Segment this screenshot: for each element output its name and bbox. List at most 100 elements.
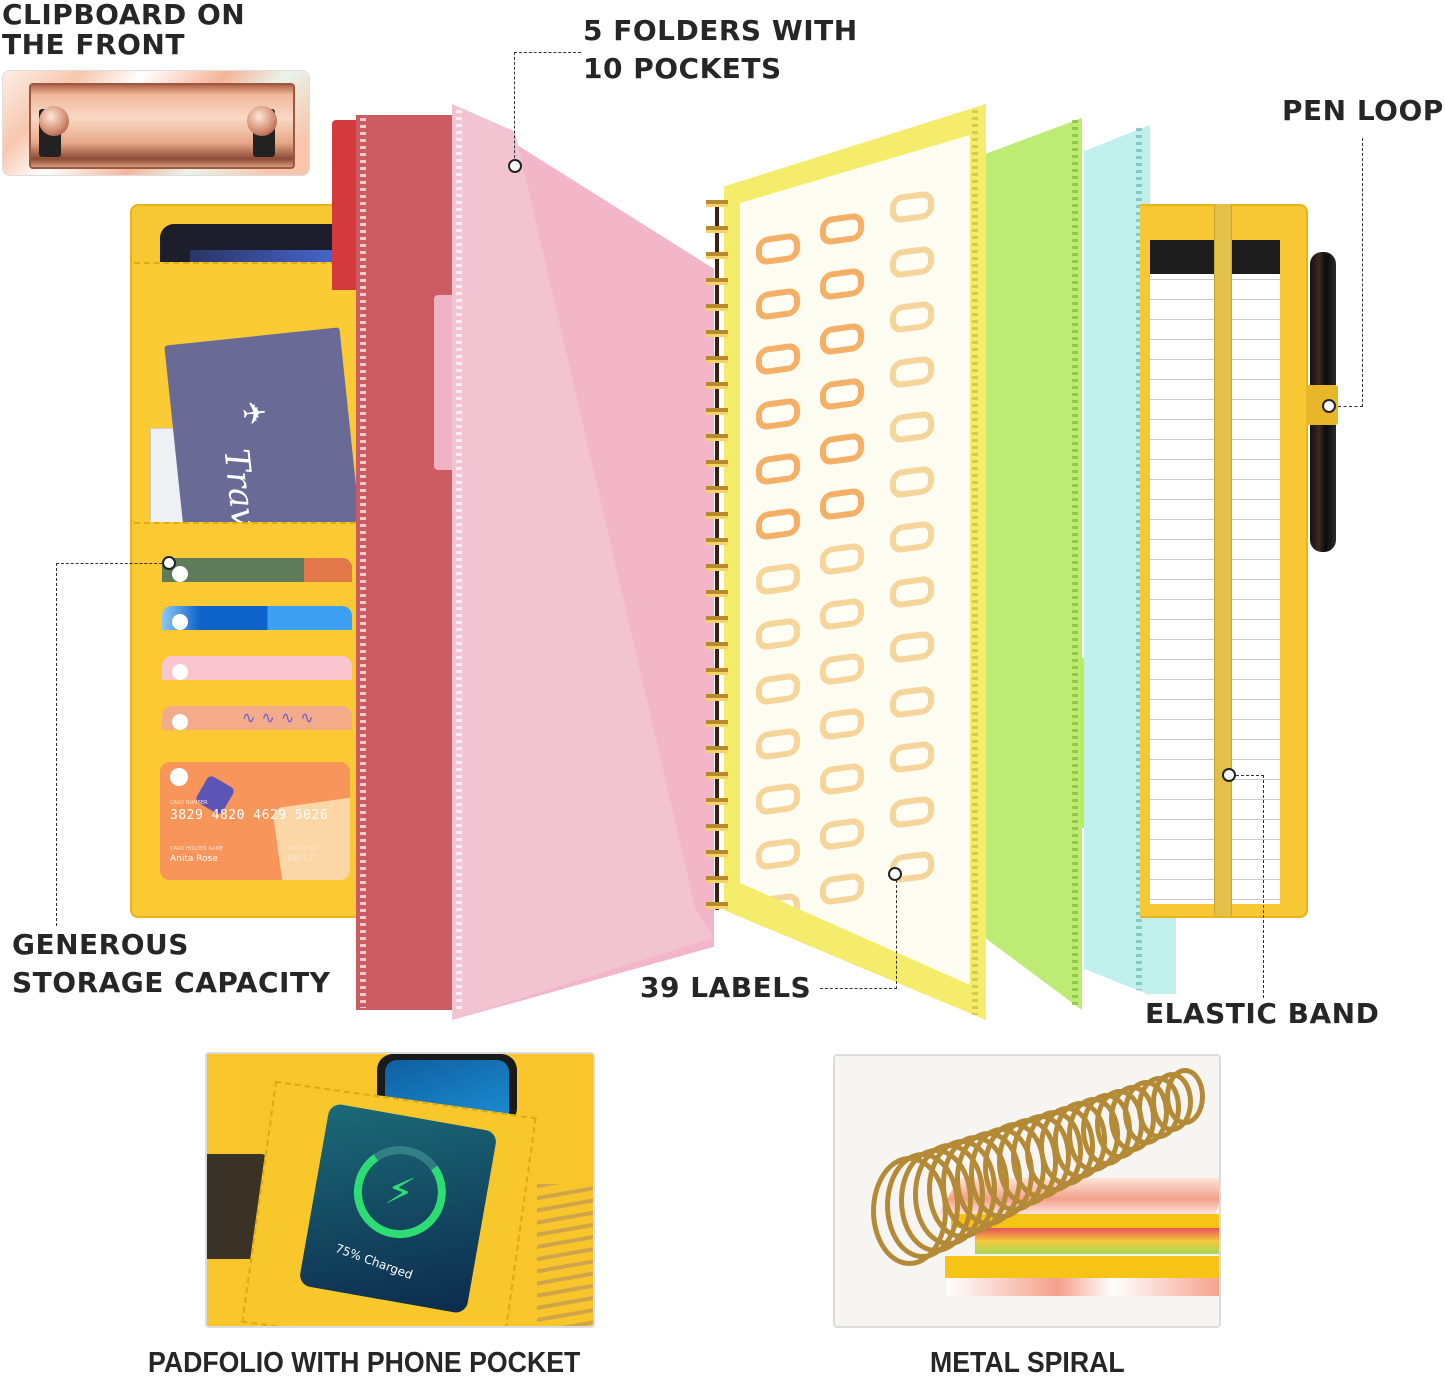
label-sticker [820,321,864,357]
label-sticker [756,781,800,817]
label-sticker [756,671,800,707]
folder-green [986,118,1082,1010]
card-expiry: 08/17 [288,854,314,864]
card-accent [304,558,352,582]
passport: ✈ Travel [164,327,360,560]
card-logo [172,714,188,730]
label-sticker [756,616,800,652]
folders-marker-dot [508,159,522,173]
label-sticker [890,739,934,775]
card-slot-3 [162,656,352,680]
card-logo [172,566,188,582]
pen-loop-callout: PEN LOOP [1282,94,1444,127]
metal-spiral-photo [833,1054,1221,1328]
label-sticker [890,189,934,225]
card-expiry-label: VALID THRU [288,846,319,852]
credit-card: CARD NUMBER 3829 4820 4629 5026 CARD HOL… [160,762,350,880]
yellow-edge-top [951,1214,1219,1228]
label-sticker [820,486,864,522]
label-sticker [756,231,800,267]
elastic-band-callout: ELASTIC BAND [1145,997,1380,1030]
card-holder-label: CARD HOLDER NAME [170,846,224,852]
folders-leader-line [514,52,581,163]
label-sticker [890,244,934,280]
label-sticker [820,816,864,852]
elastic-band-marker-dot [1222,768,1236,782]
clipboard-rivet-right [247,106,277,136]
metal-spiral-caption: METAL SPIRAL [930,1347,1125,1379]
airplane-icon: ✈ [240,395,269,433]
labels-callout: 39 LABELS [640,971,812,1004]
folder-edges [975,1228,1219,1254]
clipboard-callout-line1: CLIPBOARD ON [2,0,246,31]
label-sticker [756,836,800,872]
elastic-band [1214,204,1232,916]
elastic-band-leader-line [1236,775,1264,998]
folder-stitching [972,110,978,1015]
label-sticker [756,341,800,377]
folder-stitching [1136,128,1142,990]
storage-marker-dot [162,556,176,570]
label-sticker [820,761,864,797]
label-sticker [890,354,934,390]
label-sticker [890,464,934,500]
card-logo [172,664,188,680]
label-sticker [756,396,800,432]
label-sticker [890,574,934,610]
storage-callout-line2: STORAGE CAPACITY [12,966,331,999]
label-sticker [820,266,864,302]
label-sticker [756,451,800,487]
label-sticker [820,541,864,577]
pen-loop-marker-dot [1322,399,1336,413]
label-sticker [820,706,864,742]
card-number-label: CARD NUMBER [170,800,208,806]
card-slot-2 [162,606,352,630]
clipboard-photo [2,70,310,176]
card-slot-1 [162,558,352,582]
label-sticker [756,726,800,762]
labels-leader-line [820,880,897,989]
card-slot-4: ∿∿∿∿ [162,706,352,730]
label-sticker [820,596,864,632]
spiral-coil [1165,1067,1206,1126]
floral-cover-bottom [947,1278,1219,1296]
label-sheet [740,135,970,985]
card-logo [172,614,188,630]
phone-pocket-photo: ⚡ 75% Charged [205,1052,595,1328]
label-sticker [820,431,864,467]
label-sticker [890,629,934,665]
phone-pocket-caption: PADFOLIO WITH PHONE POCKET [148,1347,581,1379]
label-sticker [890,299,934,335]
spiral-edge [537,1184,593,1326]
folder-stitching [1072,120,1078,1005]
folder-stitching [360,118,366,1008]
charging-screen: ⚡ 75% Charged [298,1102,498,1315]
storage-leader-line [56,563,167,926]
card-logo [170,768,188,786]
card-holder: Anita Rose [170,854,218,864]
label-sticker [890,409,934,445]
metal-spiral-binding [706,200,728,910]
folder-red-tab [434,295,456,470]
label-sticker [756,506,800,542]
label-sticker [756,561,800,597]
label-sticker [820,651,864,687]
label-sticker [890,519,934,555]
labels-marker-dot [888,867,902,881]
folders-callout-line1: 5 FOLDERS WITH [583,14,858,47]
label-sticker [756,286,800,322]
label-sticker [820,211,864,247]
folder-red [356,115,456,1010]
folders-callout-line2: 10 POCKETS [583,52,782,85]
label-sticker [890,684,934,720]
charge-status-text: 75% Charged [333,1241,415,1283]
card-number: 3829 4820 4629 5026 [170,808,329,823]
wave-pattern: ∿∿∿∿ [242,708,320,727]
folder-stitching [456,110,462,1010]
label-sticker [820,376,864,412]
storage-callout-line1: GENEROUS [12,928,189,961]
clipboard-callout-line2: THE FRONT [2,28,185,61]
label-sticker [890,794,934,830]
clipboard-rivet-left [39,106,69,136]
pen-loop-leader-line [1338,138,1363,407]
